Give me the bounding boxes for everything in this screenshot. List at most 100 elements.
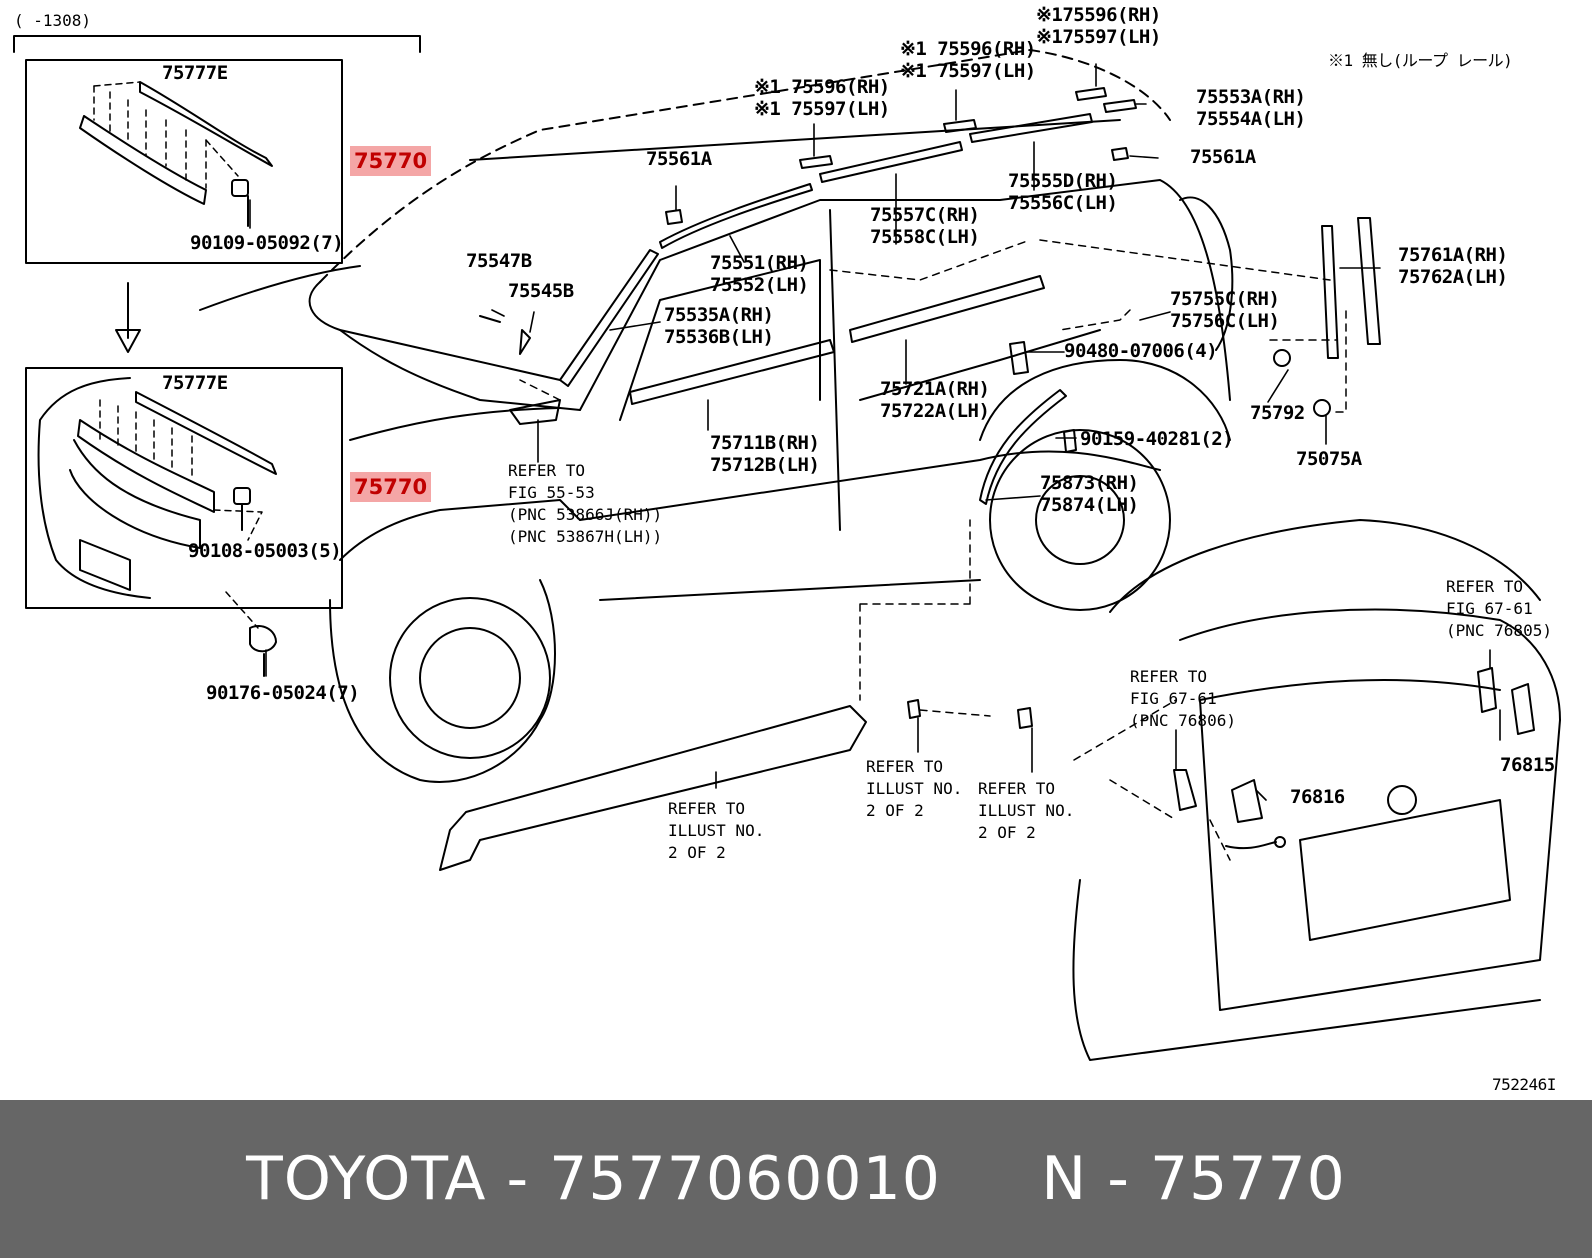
rear-wheel — [989, 429, 1171, 611]
tailgate — [1199, 699, 1561, 1011]
garnish-76806 — [1173, 769, 1197, 811]
front-wheel-arch — [329, 579, 556, 783]
drawing-id: 752246I — [1492, 1075, 1556, 1094]
label-75762a: 75762A(LH) — [1398, 266, 1508, 288]
emblem — [1387, 785, 1417, 815]
belt-line — [859, 329, 1101, 401]
hood-front — [199, 265, 361, 311]
label-75597-top: ※175597(LH) — [1036, 26, 1161, 48]
label-75761a: 75761A(RH) — [1398, 244, 1508, 266]
dashed-leaders — [519, 239, 1347, 861]
refer-illust-b-line1: REFER TO — [866, 757, 944, 776]
clip-illust-a — [907, 699, 921, 719]
range-note: ( -1308) — [14, 11, 92, 30]
refer-illust-a-line2: ILLUST NO. — [668, 821, 765, 840]
garnish-76816 — [1231, 779, 1263, 823]
garnish-75761a-inner — [1357, 217, 1381, 345]
refer-fig67-76805-line3: (PNC 76805) — [1446, 621, 1552, 640]
footer-caption: TOYOTA - 7577060010 N - 75770 — [0, 1100, 1592, 1258]
rear-roof — [1109, 519, 1541, 613]
garnish-76815 — [1511, 683, 1535, 735]
roof-line — [319, 49, 1171, 283]
front-window — [619, 259, 821, 421]
label-75561a-left: 75561A — [646, 148, 712, 170]
label-75722a: 75722A(LH) — [880, 400, 990, 422]
down-arrow — [115, 282, 141, 353]
pillar-garnish-75535a — [559, 249, 659, 387]
refer-illust-c-line2: ILLUST NO. — [978, 801, 1075, 820]
screw-90159 — [1063, 429, 1077, 453]
label-90159: 90159-40281(2) — [1080, 428, 1234, 450]
label-75597-mid: ※1 75597(LH) — [900, 60, 1036, 82]
label-75556c: 75556C(LH) — [1008, 192, 1118, 214]
refer-illust-a-line1: REFER TO — [668, 799, 746, 818]
inset-bottom-body — [37, 377, 201, 599]
refer-fig67-76806-line2: FIG 67-61 — [1130, 689, 1217, 708]
garnish-75761a-outer — [1321, 225, 1339, 359]
clip-wire — [1225, 841, 1277, 850]
b-pillar — [829, 209, 841, 531]
clip-75596-top — [1075, 87, 1107, 101]
garnish-76805 — [1477, 667, 1497, 713]
clip-75561a-left — [665, 209, 683, 225]
leader-lines — [241, 63, 1501, 801]
inset-top-strip — [139, 81, 273, 167]
label-75777e-bottom: 75777E — [162, 372, 228, 394]
fender-arch-top — [339, 499, 581, 561]
inset-top-guides — [93, 81, 239, 189]
refer-illust-a-line3: 2 OF 2 — [668, 843, 726, 862]
footer-ref-number: 75770 — [1149, 1144, 1346, 1214]
footer-separator-1: - — [486, 1144, 550, 1214]
inset-top-clip — [231, 179, 249, 197]
inset-bottom-garnish — [77, 419, 215, 513]
greenhouse — [579, 179, 1231, 411]
label-75545b: 75545B — [508, 280, 574, 302]
clip-75547b-75545b — [479, 315, 531, 355]
footer-bar: TOYOTA - 7577060010 N - 75770 — [0, 1100, 1592, 1258]
label-75721a: 75721A(RH) — [880, 378, 990, 400]
clip-75792 — [1273, 349, 1291, 367]
label-75777e-top: 75777E — [162, 62, 228, 84]
label-75552: 75552(LH) — [710, 274, 809, 296]
molding-75551 — [659, 183, 813, 249]
highlight-75770-bottom[interactable]: 75770 — [350, 472, 432, 502]
bumper-upper — [349, 407, 561, 441]
label-75597-low: ※1 75597(LH) — [754, 98, 890, 120]
clip-90480 — [1009, 341, 1029, 375]
refer-illust-b-line3: 2 OF 2 — [866, 801, 924, 820]
refer-fig67-76805-line2: FIG 67-61 — [1446, 599, 1533, 618]
label-90109: 90109-05092(7) — [190, 232, 344, 254]
flare-75873 — [979, 389, 1067, 505]
label-75711b: 75711B(RH) — [710, 432, 820, 454]
rocker-upper — [579, 450, 1161, 521]
corner-piece-fig55 — [509, 399, 561, 425]
label-75553a: 75553A(RH) — [1196, 86, 1306, 108]
label-75535a: 75535A(RH) — [664, 304, 774, 326]
rear-window-top — [1179, 608, 1561, 721]
refer-illust-c-line3: 2 OF 2 — [978, 823, 1036, 842]
highlight-75770-top[interactable]: 75770 — [350, 146, 432, 176]
rear-bumper — [1072, 879, 1541, 1061]
clip-75596-mid — [943, 119, 977, 133]
molding-75721a — [849, 275, 1045, 343]
refer-fig67-76806-line3: (PNC 76806) — [1130, 711, 1236, 730]
refer-fig67-76805-line1: REFER TO — [1446, 577, 1524, 596]
footer-brand: TOYOTA — [246, 1144, 487, 1214]
footer-ref-prefix: N — [1041, 1144, 1088, 1214]
rear-tail — [1179, 196, 1234, 351]
inset-top-garnish — [79, 115, 207, 205]
inset-frame-top — [25, 59, 343, 264]
label-90108: 90108-05003(5) — [188, 540, 342, 562]
label-76816: 76816 — [1290, 786, 1345, 808]
refer-illust-c-line1: REFER TO — [978, 779, 1056, 798]
front-hub — [419, 627, 521, 729]
label-75558c: 75558C(LH) — [870, 226, 980, 248]
label-75551: 75551(RH) — [710, 252, 809, 274]
inset-bottom-guides — [99, 399, 263, 629]
label-75596-top: ※175596(RH) — [1036, 4, 1161, 26]
footer-separator-2: - — [1087, 1144, 1150, 1214]
label-75874: 75874(LH) — [1040, 494, 1139, 516]
label-76815: 76815 — [1500, 754, 1555, 776]
range-bracket — [13, 35, 421, 53]
